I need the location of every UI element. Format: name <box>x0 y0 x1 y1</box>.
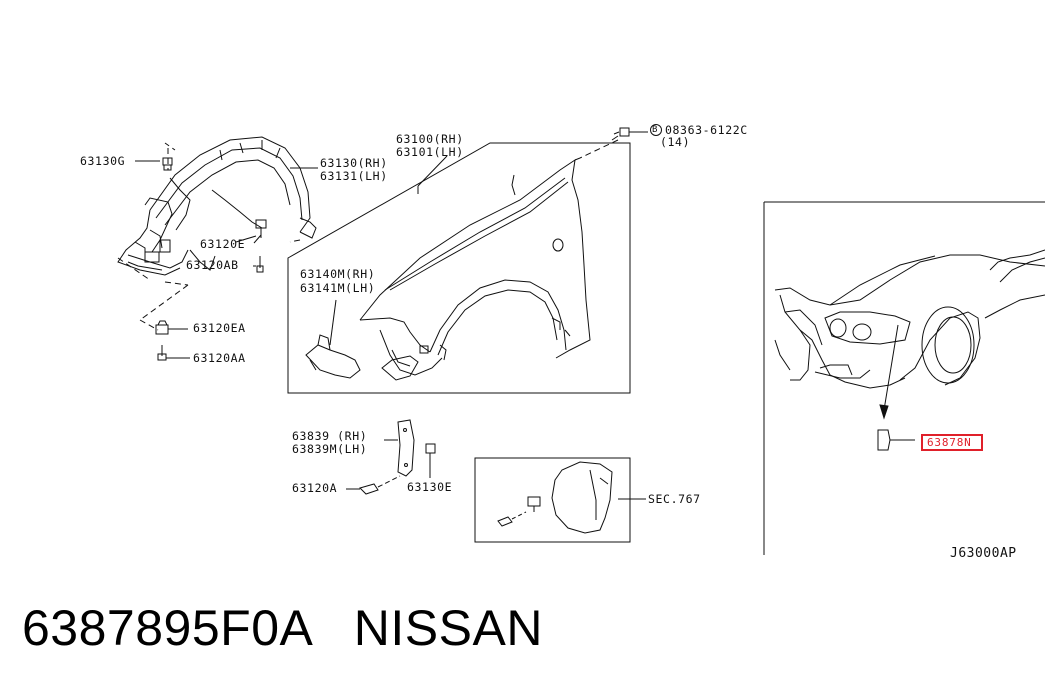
bolt-63120ab <box>253 256 264 273</box>
bolt-63120aa <box>157 345 190 361</box>
caption: 6387895F0A NISSAN <box>22 598 543 658</box>
label-08363-6122c: 08363-6122C <box>665 123 748 137</box>
screw-63120a <box>346 475 401 495</box>
caption-brand: NISSAN <box>353 600 543 656</box>
clip-63130g <box>135 157 173 171</box>
label-63120ea: 63120EA <box>193 321 246 335</box>
highlighted-part-label[interactable]: 63878N <box>921 434 983 451</box>
label-63101-lh: 63101(LH) <box>396 145 464 159</box>
label-63141m-lh: 63141M(LH) <box>300 281 376 295</box>
bracket-63140m <box>305 299 361 379</box>
caption-part-number: 6387895F0A <box>22 600 311 656</box>
clip-63120ea <box>155 320 188 335</box>
label-63140m-rh: 63140M(RH) <box>300 267 376 281</box>
bracket-63839 <box>384 419 415 477</box>
diagram-id: J63000AP <box>950 546 1017 561</box>
bolt-symbol: B <box>652 125 659 135</box>
fender-liner-drawing <box>117 136 317 276</box>
bolt-63130e <box>425 443 436 478</box>
label-63120ab: 63120AB <box>186 258 239 272</box>
label-63100-rh: 63100(RH) <box>396 132 464 146</box>
label-63878n: 63878N <box>927 436 972 449</box>
screw-63120e <box>253 219 267 244</box>
label-63120a: 63120A <box>292 481 338 495</box>
fender-box <box>287 142 631 394</box>
label-63130e: 63130E <box>407 480 453 494</box>
label-63131-lh: 63131(LH) <box>320 169 388 183</box>
vehicle-drawing <box>763 201 1045 555</box>
label-63130-rh: 63130(RH) <box>320 156 388 170</box>
label-63130g: 63130G <box>80 154 126 168</box>
label-bolt-quantity: (14) <box>660 135 691 149</box>
label-63839m-lh: 63839M(LH) <box>292 442 368 456</box>
sec-767-box <box>474 457 646 543</box>
label-sec-767: SEC.767 <box>648 492 701 506</box>
fender-drawing <box>359 157 591 376</box>
label-63839-rh: 63839 (RH) <box>292 429 368 443</box>
bolt-08363 <box>611 124 662 141</box>
label-63120aa: 63120AA <box>193 351 246 365</box>
label-63120e: 63120E <box>200 237 246 251</box>
